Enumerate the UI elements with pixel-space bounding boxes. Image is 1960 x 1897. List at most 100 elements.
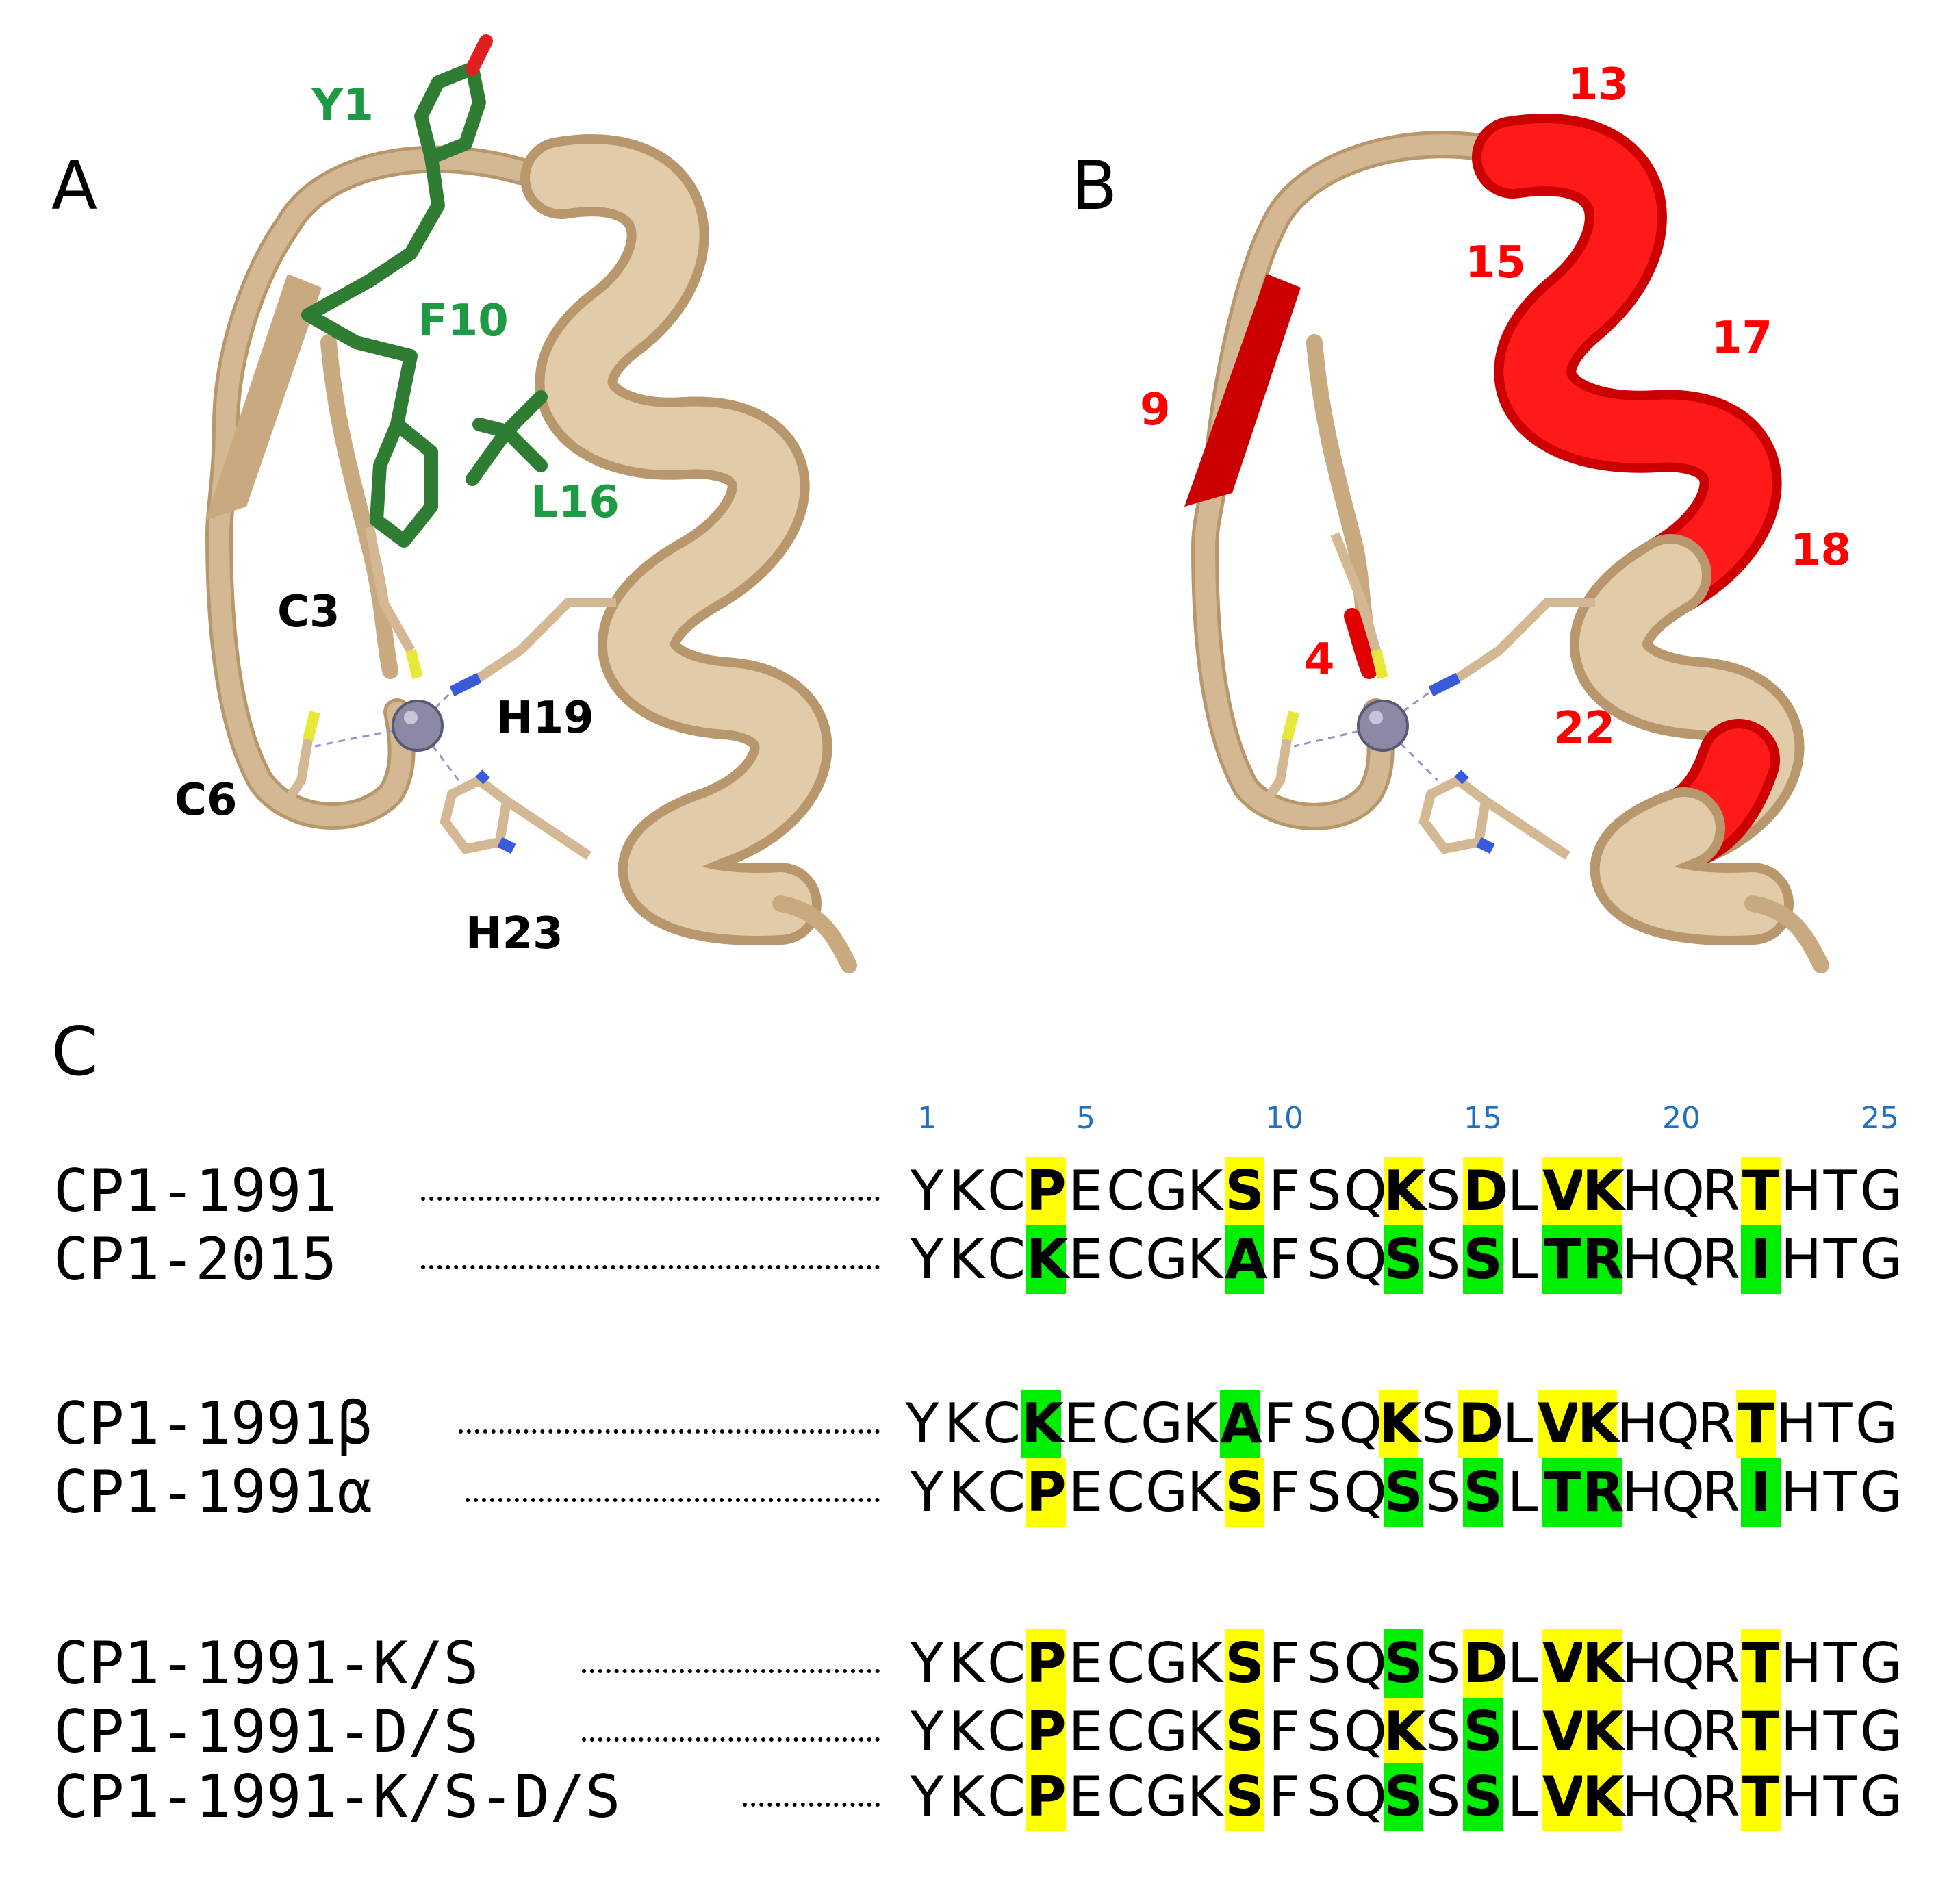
residue: K <box>948 1227 985 1291</box>
residue: Q <box>1344 1765 1387 1829</box>
residue: D <box>1463 1157 1508 1225</box>
leader-dots <box>582 1629 880 1698</box>
residue: S <box>1301 1392 1337 1455</box>
residue: S <box>1306 1765 1342 1829</box>
residue: K <box>1384 1698 1426 1766</box>
residue: L <box>1507 1227 1538 1291</box>
residue: G <box>1145 1631 1188 1695</box>
residue: T <box>1542 1225 1582 1294</box>
residue: L <box>1507 1460 1538 1524</box>
position-number: 5 <box>1076 1101 1095 1136</box>
residue: K <box>1021 1390 1064 1458</box>
residue: G <box>1145 1460 1188 1524</box>
residue: S <box>1306 1227 1342 1291</box>
residue: S <box>1463 1763 1503 1831</box>
residue: Q <box>1662 1460 1705 1524</box>
label-h19: H19 <box>496 693 594 743</box>
residue: K <box>1026 1225 1069 1294</box>
residue: H <box>1781 1227 1822 1291</box>
residue: V <box>1542 1698 1585 1766</box>
residue: T <box>1823 1227 1857 1291</box>
sequence-name: CP1-1991β <box>53 1390 372 1458</box>
residue: S <box>1384 1763 1423 1831</box>
residue: K <box>1186 1159 1223 1223</box>
residue: S <box>1306 1700 1342 1764</box>
leader-dots <box>421 1225 880 1294</box>
position-number: 15 <box>1464 1101 1502 1136</box>
residue: E <box>1063 1392 1099 1455</box>
residue: S <box>1384 1629 1423 1698</box>
label-l16: L16 <box>531 477 620 528</box>
residue: T <box>1823 1631 1857 1695</box>
residue: Q <box>1344 1227 1387 1291</box>
leader-dots <box>466 1458 880 1527</box>
residue: H <box>1781 1765 1822 1829</box>
residue: Q <box>1344 1460 1387 1524</box>
residue: P <box>1026 1698 1067 1766</box>
residue: A <box>1225 1225 1267 1294</box>
label-residue-18: 18 <box>1790 525 1851 576</box>
residue: S <box>1425 1631 1461 1695</box>
residue: C <box>982 1392 1021 1455</box>
sequence-name: CP1-1991 <box>53 1157 338 1225</box>
residue: L <box>1507 1159 1538 1223</box>
label-c6: C6 <box>175 775 238 826</box>
residue: S <box>1384 1458 1423 1527</box>
residue: F <box>1263 1392 1295 1455</box>
residue: Q <box>1344 1159 1387 1223</box>
residue: C <box>1106 1460 1145 1524</box>
residue: K <box>948 1765 985 1829</box>
residue: H <box>1781 1631 1822 1695</box>
residue: T <box>1542 1458 1582 1527</box>
residue: C <box>1106 1700 1145 1764</box>
residue: L <box>1502 1392 1533 1455</box>
residue: F <box>1268 1159 1300 1223</box>
leader-dots <box>421 1157 880 1225</box>
residue: Q <box>1662 1631 1705 1695</box>
sequence-name: CP1-2015 <box>53 1225 338 1294</box>
residue: P <box>1026 1157 1067 1225</box>
label-f10: F10 <box>418 296 509 346</box>
residue: K <box>1186 1460 1223 1524</box>
residue: P <box>1026 1458 1067 1527</box>
panel-c-letter: C <box>51 1013 98 1091</box>
residue: G <box>1860 1227 1902 1291</box>
label-residue-15: 15 <box>1465 238 1526 288</box>
residue: S <box>1225 1763 1264 1831</box>
residue: F <box>1268 1631 1300 1695</box>
residue: C <box>987 1159 1026 1223</box>
sequence-name: CP1-1991-K/S-D/S <box>53 1763 621 1831</box>
residue: C <box>987 1460 1026 1524</box>
residue: Y <box>905 1392 939 1455</box>
residue: R <box>1702 1765 1740 1829</box>
residue: S <box>1463 1698 1503 1766</box>
residue: S <box>1306 1631 1342 1695</box>
residue: E <box>1068 1765 1104 1829</box>
residue: Q <box>1662 1765 1705 1829</box>
residue: Y <box>910 1159 944 1223</box>
residue: Q <box>1339 1392 1382 1455</box>
residue: R <box>1702 1227 1740 1291</box>
residue: T <box>1741 1698 1781 1766</box>
residue: G <box>1145 1227 1188 1291</box>
residue: C <box>1102 1392 1140 1455</box>
residue: G <box>1145 1159 1188 1223</box>
residue: K <box>1182 1392 1219 1455</box>
residue: H <box>1622 1460 1664 1524</box>
residue: S <box>1425 1227 1461 1291</box>
residue: V <box>1542 1157 1585 1225</box>
residue: G <box>1860 1460 1902 1524</box>
residue: Y <box>910 1631 944 1695</box>
residue: S <box>1425 1159 1461 1223</box>
residue: H <box>1781 1460 1822 1524</box>
residue: G <box>1860 1159 1902 1223</box>
residue: K <box>1582 1698 1625 1766</box>
residue: E <box>1068 1700 1104 1764</box>
residue: S <box>1463 1458 1503 1527</box>
residue: K <box>948 1631 985 1695</box>
